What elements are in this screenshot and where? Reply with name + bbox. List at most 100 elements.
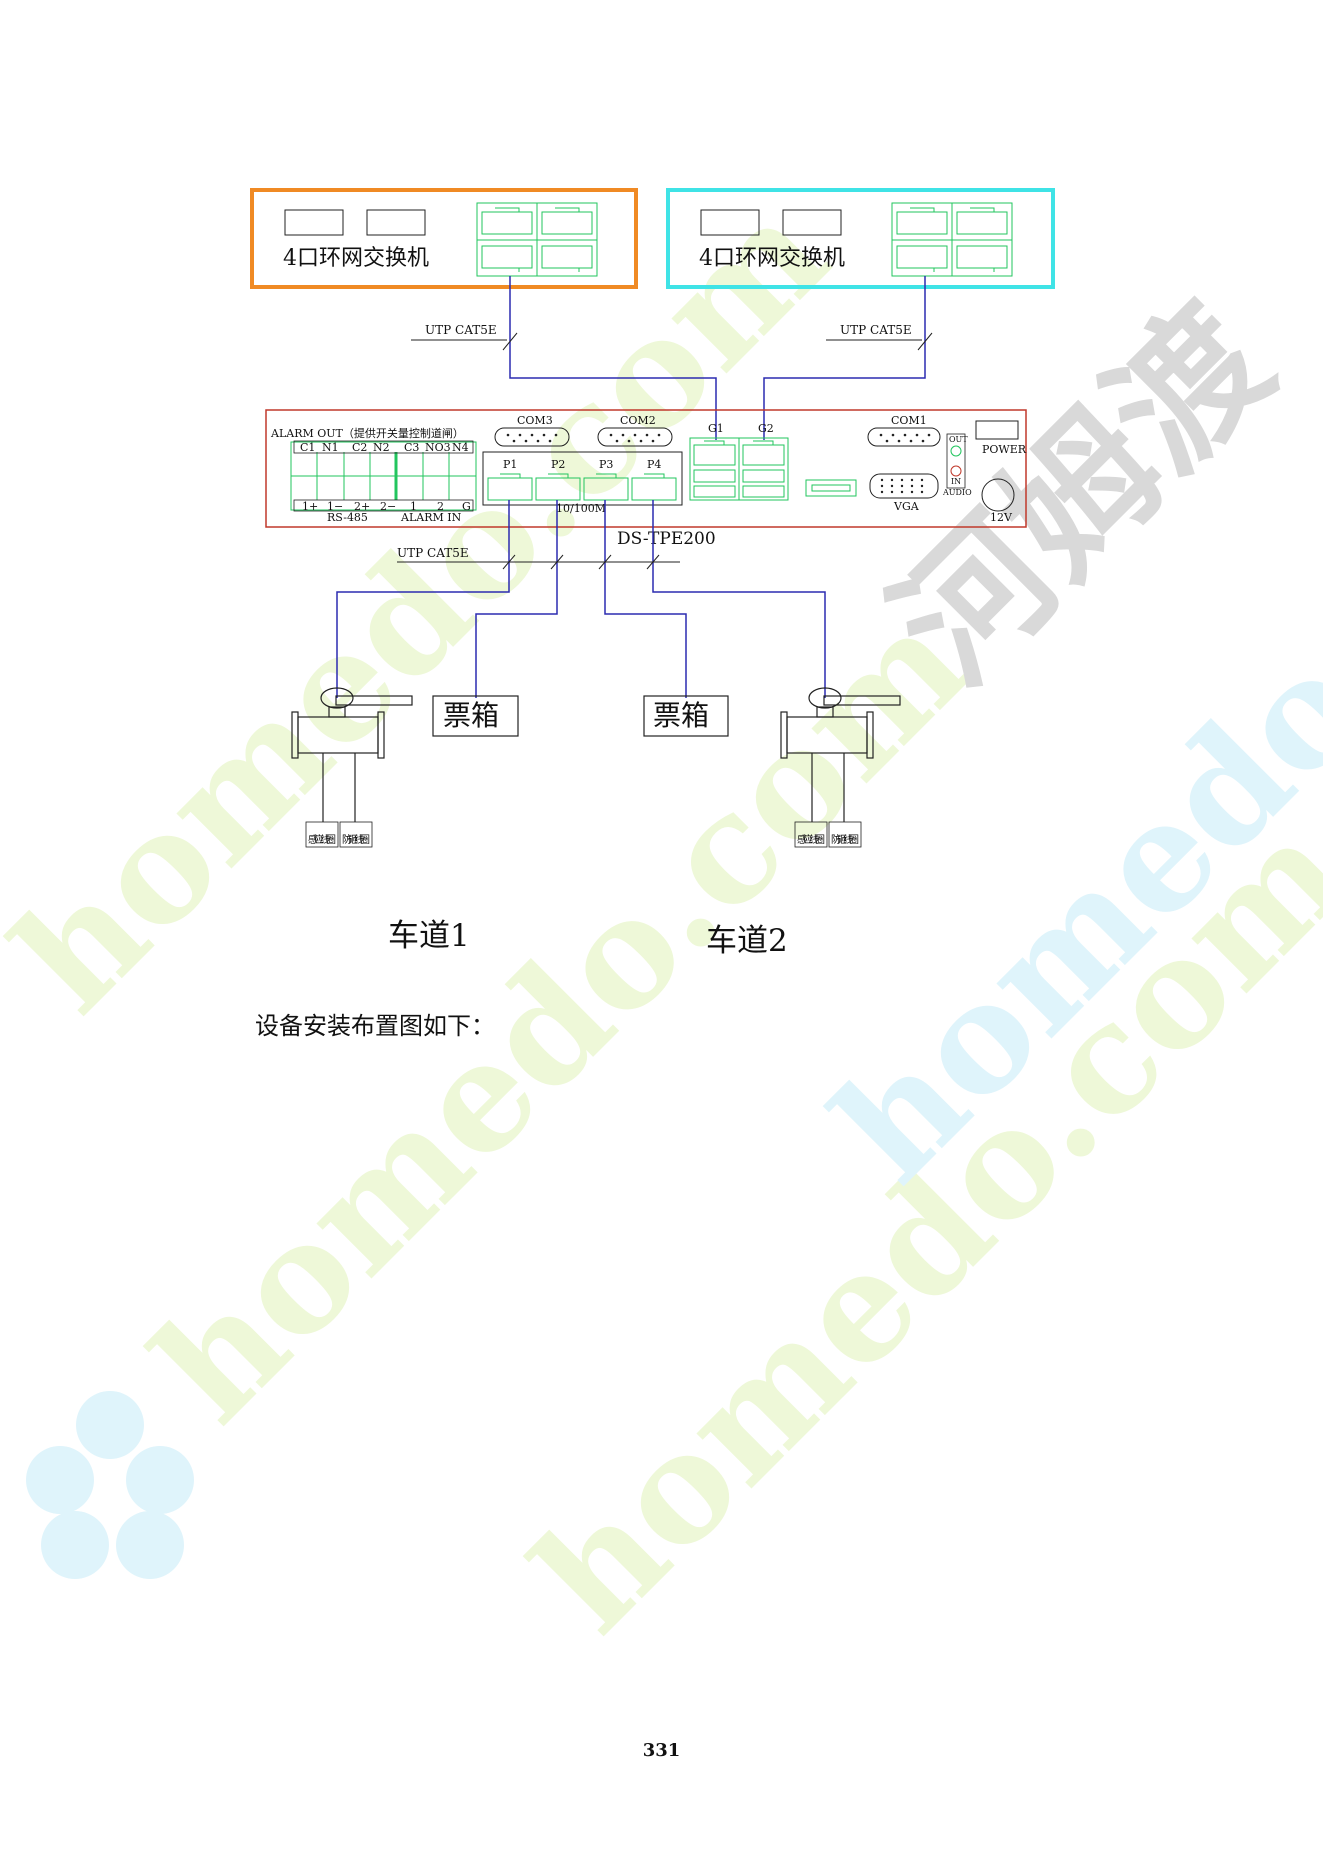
pin-dot — [890, 490, 894, 494]
usb-port-outer — [805, 479, 857, 497]
dc-voltage-label: 12V — [990, 511, 1013, 524]
terminal-top-strip — [293, 440, 474, 454]
relay-label: N1 — [322, 441, 339, 454]
rj45-port-p4 — [631, 473, 677, 501]
switch-left-led-2 — [366, 209, 426, 236]
com3-label: COM3 — [517, 414, 553, 427]
pin-dot — [890, 484, 894, 488]
com1-port — [867, 427, 941, 447]
port-speed-label: 10/100M — [556, 502, 606, 515]
relay-label-row: C1 N1 C2 N2 C3 NO3 N4 — [300, 441, 469, 454]
ticket-box-1: 票箱 — [432, 695, 519, 737]
pin-dot — [915, 433, 919, 437]
device-model-label: DS-TPE200 — [617, 529, 716, 549]
guard-coil-label: 防砸线圈 — [831, 833, 859, 846]
pin-dot — [891, 433, 895, 437]
barrier-base — [291, 711, 299, 759]
pin-dot — [910, 484, 914, 488]
relay-label: C2 — [352, 441, 367, 454]
pin-dot — [910, 478, 914, 482]
com3-port — [494, 427, 570, 447]
barrier-pivot — [320, 687, 354, 709]
pin-dot — [920, 478, 924, 482]
pin-dot — [542, 433, 546, 437]
intro-text: 设备安装布置图如下： — [255, 1012, 495, 1040]
rj45-port — [956, 245, 1008, 272]
usb-port — [805, 479, 857, 497]
lan-ports — [487, 473, 677, 501]
terminal-labels — [293, 440, 474, 512]
uplink-cable-right — [763, 276, 926, 440]
audio-out-jack — [950, 445, 962, 457]
vga-port — [869, 473, 939, 499]
audio-out-label: OUT — [949, 435, 968, 444]
power-label: POWER — [982, 443, 1027, 456]
lan-port-label-p4: P4 — [647, 458, 661, 471]
pin-dot — [651, 439, 655, 443]
lane-1-label: 车道1 — [388, 918, 470, 954]
barrier-gate-2 — [780, 687, 901, 848]
power-switch — [975, 420, 1019, 440]
gig-label-g2: G2 — [758, 422, 774, 435]
pin-dot — [890, 478, 894, 482]
relay-label: NO3 — [425, 441, 451, 454]
vga-pins — [880, 478, 924, 494]
ring-switch-left: 4口环网交换机 — [250, 188, 638, 289]
switch-left-title: 4口环网交换机 — [283, 246, 429, 271]
rj45-port — [541, 207, 593, 235]
sensor-coil-label: 感应线圈 — [797, 833, 825, 846]
barrier-cabinet — [297, 716, 379, 754]
pin-dot — [506, 433, 510, 437]
switch-left-port-block — [476, 202, 598, 277]
barrier-gate-1 — [291, 687, 413, 848]
rs485-label: RS-485 — [327, 511, 368, 524]
rj45-port-p1 — [487, 473, 533, 501]
guard-coil-label: 防砸线圈 — [342, 833, 370, 846]
pin-dot — [909, 439, 913, 443]
pin-dot — [897, 439, 901, 443]
relay-label: C1 — [300, 441, 315, 454]
pin-dot — [900, 490, 904, 494]
pin-dot — [880, 478, 884, 482]
cable-tick — [502, 332, 518, 351]
pin-dot — [512, 439, 516, 443]
ring-switch-right: 4口环网交换机 — [666, 188, 1055, 289]
rj45-port-p3 — [583, 473, 629, 501]
rj45-port — [541, 245, 593, 272]
alarm-in-label: ALARM IN — [400, 511, 462, 524]
cable-tick — [550, 554, 564, 570]
lan-port-label-p1: P1 — [503, 458, 517, 471]
com1-pins — [879, 433, 931, 443]
com2-port — [597, 427, 673, 447]
terminal-label: 2 — [437, 500, 444, 513]
barrier-pivot — [808, 687, 842, 709]
cable-tick — [598, 554, 612, 570]
terminal-bottom-strip — [293, 499, 474, 512]
ticket-box-label: 票箱 — [653, 699, 709, 732]
pin-dot — [920, 490, 924, 494]
pin-dot — [903, 433, 907, 437]
barrier-arm — [823, 695, 901, 706]
audio-label: AUDIO — [942, 488, 972, 497]
pin-dot — [615, 439, 619, 443]
sfp-slot — [742, 485, 785, 498]
pin-dot — [530, 433, 534, 437]
gig-label-g1: G1 — [708, 422, 724, 435]
terminal-bottom-labels: 1+ 1− 2+ 2− 1 2 G — [302, 500, 471, 513]
cable-p3-ticketbox-2 — [604, 500, 687, 698]
cable-p2-ticketbox-1 — [475, 500, 558, 698]
barrier-base — [377, 711, 385, 759]
terminal-label: 1− — [327, 500, 343, 513]
pin-dot — [627, 439, 631, 443]
pin-dot — [880, 484, 884, 488]
device-panel-frame — [265, 409, 1027, 528]
pin-dot — [920, 484, 924, 488]
pin-dot — [900, 484, 904, 488]
pin-dot — [879, 433, 883, 437]
uplink-annotations — [411, 332, 933, 351]
pin-dot — [645, 433, 649, 437]
switch-left-frame — [250, 188, 638, 289]
cable-tick — [646, 554, 660, 570]
switch-left-led-1 — [284, 209, 344, 236]
terminal-label: G — [462, 500, 471, 513]
